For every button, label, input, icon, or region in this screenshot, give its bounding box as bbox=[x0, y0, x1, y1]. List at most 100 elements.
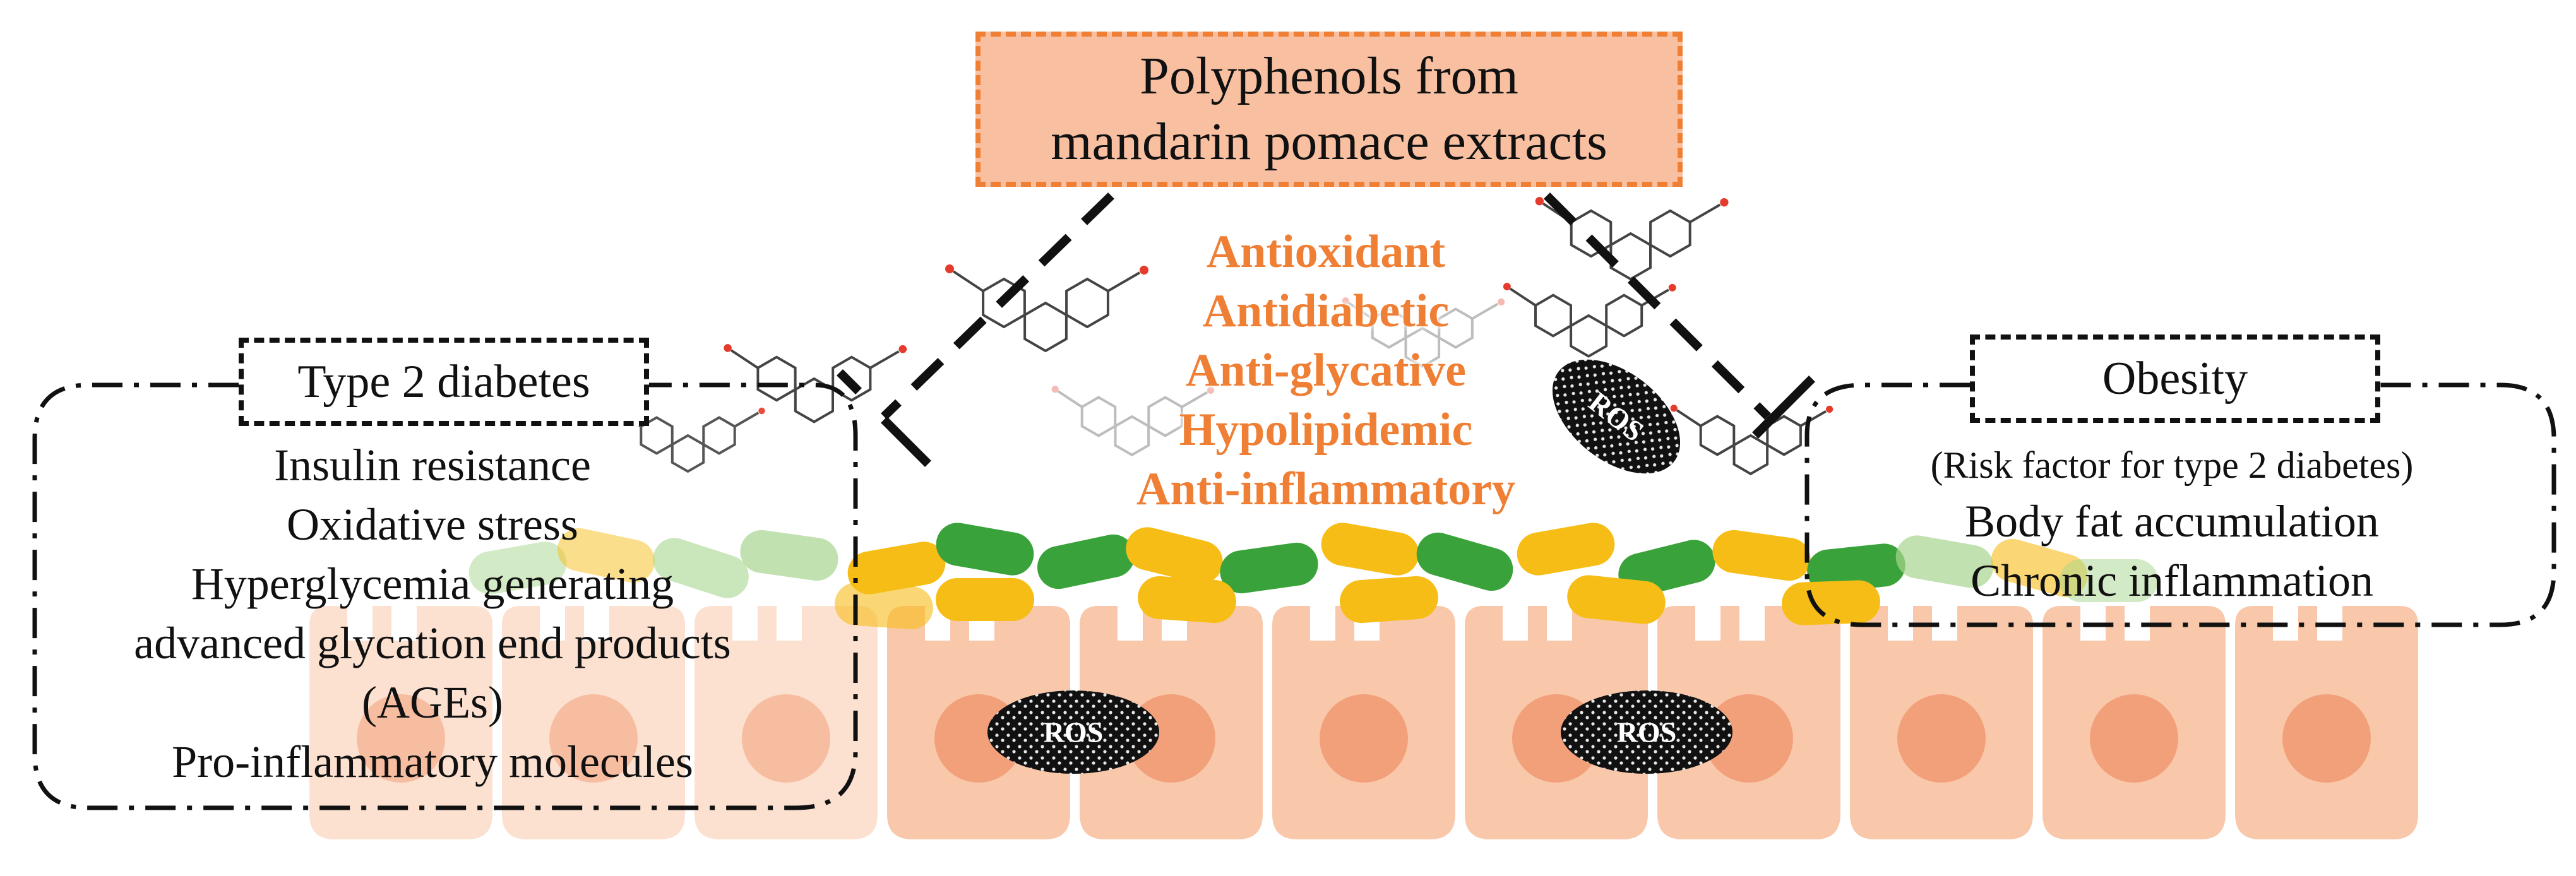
enterocyte-cell bbox=[502, 606, 685, 839]
ros-label: ROS bbox=[1617, 716, 1677, 749]
cell-nucleus bbox=[2282, 694, 2371, 783]
ros-particle: ROS bbox=[1552, 359, 1681, 474]
ros-particle: ROS bbox=[1561, 690, 1732, 774]
oxygen-atom bbox=[1668, 283, 1676, 292]
oxygen-atom bbox=[1498, 298, 1505, 305]
molecule-ring bbox=[1570, 314, 1608, 358]
gut-microbe bbox=[1416, 532, 1513, 591]
gut-microbe bbox=[1782, 580, 1880, 625]
obesity-frame bbox=[1804, 382, 2556, 627]
type2-diabetes-title: Type 2 diabetes bbox=[297, 355, 590, 408]
molecule-bond bbox=[1676, 409, 1702, 427]
gut-microbe bbox=[653, 538, 749, 598]
oxygen-atom bbox=[1207, 386, 1215, 394]
gut-microbe bbox=[936, 523, 1034, 576]
cell-nucleus bbox=[742, 694, 830, 783]
molecule-ring bbox=[1114, 415, 1150, 457]
gut-microbe bbox=[2060, 559, 2158, 602]
cell-nucleus bbox=[1705, 694, 1793, 783]
molecule-structure bbox=[1342, 297, 1505, 369]
oxygen-atom bbox=[945, 264, 954, 273]
oxygen-atom bbox=[724, 344, 732, 352]
molecule-ring bbox=[1371, 307, 1407, 349]
gut-microbe bbox=[835, 582, 933, 630]
symptom-item: Hyperglycemia generating bbox=[191, 559, 674, 609]
gut-microbe bbox=[1807, 543, 1905, 593]
molecule-structure bbox=[1051, 386, 1215, 457]
gut-microbe bbox=[740, 530, 838, 581]
effect-hypolipidemic: Hypolipidemic bbox=[1179, 404, 1473, 456]
cell-nucleus bbox=[2090, 694, 2178, 783]
oxygen-atom bbox=[758, 407, 765, 415]
gut-microbe bbox=[1220, 542, 1318, 594]
symptom-item: Body fat accumulation bbox=[1965, 496, 2379, 547]
molecule-ring bbox=[832, 355, 872, 402]
gut-microbe bbox=[1321, 523, 1419, 576]
gut-microbe bbox=[468, 542, 567, 595]
molecule-ring bbox=[1065, 277, 1109, 329]
effect-antioxidant: Antioxidant bbox=[1206, 226, 1446, 278]
oxygen-atom bbox=[1342, 297, 1349, 305]
molecule-bond bbox=[952, 270, 984, 292]
molecule-ring bbox=[1649, 209, 1691, 258]
oxygen-atom bbox=[898, 345, 907, 353]
molecule-ring bbox=[1404, 326, 1441, 369]
obesity-title: Obesity bbox=[2102, 352, 2248, 405]
gut-microbe bbox=[1895, 535, 1994, 588]
molecule-bond bbox=[1347, 302, 1373, 320]
molecule-bond bbox=[1057, 390, 1083, 408]
connector-lines bbox=[881, 192, 1771, 420]
gut-microbe bbox=[1340, 576, 1438, 624]
type2-diabetes-frame bbox=[32, 382, 858, 810]
molecule-ring bbox=[1732, 434, 1769, 476]
molecule-bond bbox=[1509, 287, 1537, 307]
ros-particle: ROS bbox=[987, 690, 1159, 774]
molecule-ring bbox=[982, 277, 1026, 329]
molecule-bond bbox=[1689, 203, 1721, 223]
inhibition-bar-left bbox=[881, 417, 931, 467]
molecule-ring bbox=[1534, 293, 1572, 338]
enterocyte-cell bbox=[2042, 606, 2226, 839]
molecule-ring bbox=[1699, 415, 1736, 456]
effect-antidiabetic: Antidiabetic bbox=[1202, 285, 1450, 337]
obesity-symptoms: (Risk factor for type 2 diabetes) Body f… bbox=[1806, 439, 2538, 610]
molecule-ring bbox=[1080, 396, 1117, 437]
molecule-ring bbox=[1023, 301, 1068, 353]
gut-microbe bbox=[936, 578, 1034, 621]
gut-microbe bbox=[1037, 534, 1135, 589]
bioactivity-list: Antioxidant Antidiabetic Anti-glycative … bbox=[1086, 222, 1566, 519]
enterocyte-cell bbox=[2235, 606, 2418, 839]
cell-nucleus bbox=[549, 694, 638, 783]
gut-microbe bbox=[847, 542, 946, 595]
molecule-bond bbox=[734, 411, 760, 428]
cell-nucleus bbox=[1897, 694, 1986, 783]
molecule-ring bbox=[1605, 293, 1643, 338]
connector-line-right bbox=[1544, 192, 1771, 420]
enterocyte-cell bbox=[1272, 606, 1455, 839]
gut-microbe bbox=[1517, 523, 1615, 576]
connector-line-left bbox=[881, 192, 1114, 420]
molecule-structure bbox=[724, 344, 907, 423]
cell-nucleus bbox=[1320, 694, 1408, 783]
symptom-item: Insulin resistance bbox=[274, 440, 591, 490]
ros-particles: ROS ROS ROS bbox=[987, 359, 1732, 774]
molecule-ring bbox=[1438, 307, 1474, 349]
ros-label: ROS bbox=[1044, 716, 1104, 749]
molecule-bond bbox=[730, 349, 759, 369]
enterocyte-cell bbox=[695, 606, 878, 839]
molecule-bond bbox=[1641, 288, 1669, 307]
oxygen-atom bbox=[1051, 386, 1059, 393]
symptom-item: Pro-inflammatory molecules bbox=[172, 737, 693, 787]
gut-microbiota-layer bbox=[468, 523, 2158, 630]
molecule-structure bbox=[945, 264, 1148, 353]
oxygen-atom bbox=[1535, 197, 1544, 206]
molecule-bond bbox=[1799, 410, 1827, 427]
obesity-note: (Risk factor for type 2 diabetes) bbox=[1930, 444, 2414, 486]
gut-microbe bbox=[1126, 527, 1223, 584]
gut-microbe bbox=[1138, 576, 1236, 624]
inhibition-bars bbox=[837, 369, 1815, 467]
gut-microbe bbox=[1712, 530, 1811, 581]
source-title-line-1: Polyphenols from bbox=[1140, 47, 1518, 105]
